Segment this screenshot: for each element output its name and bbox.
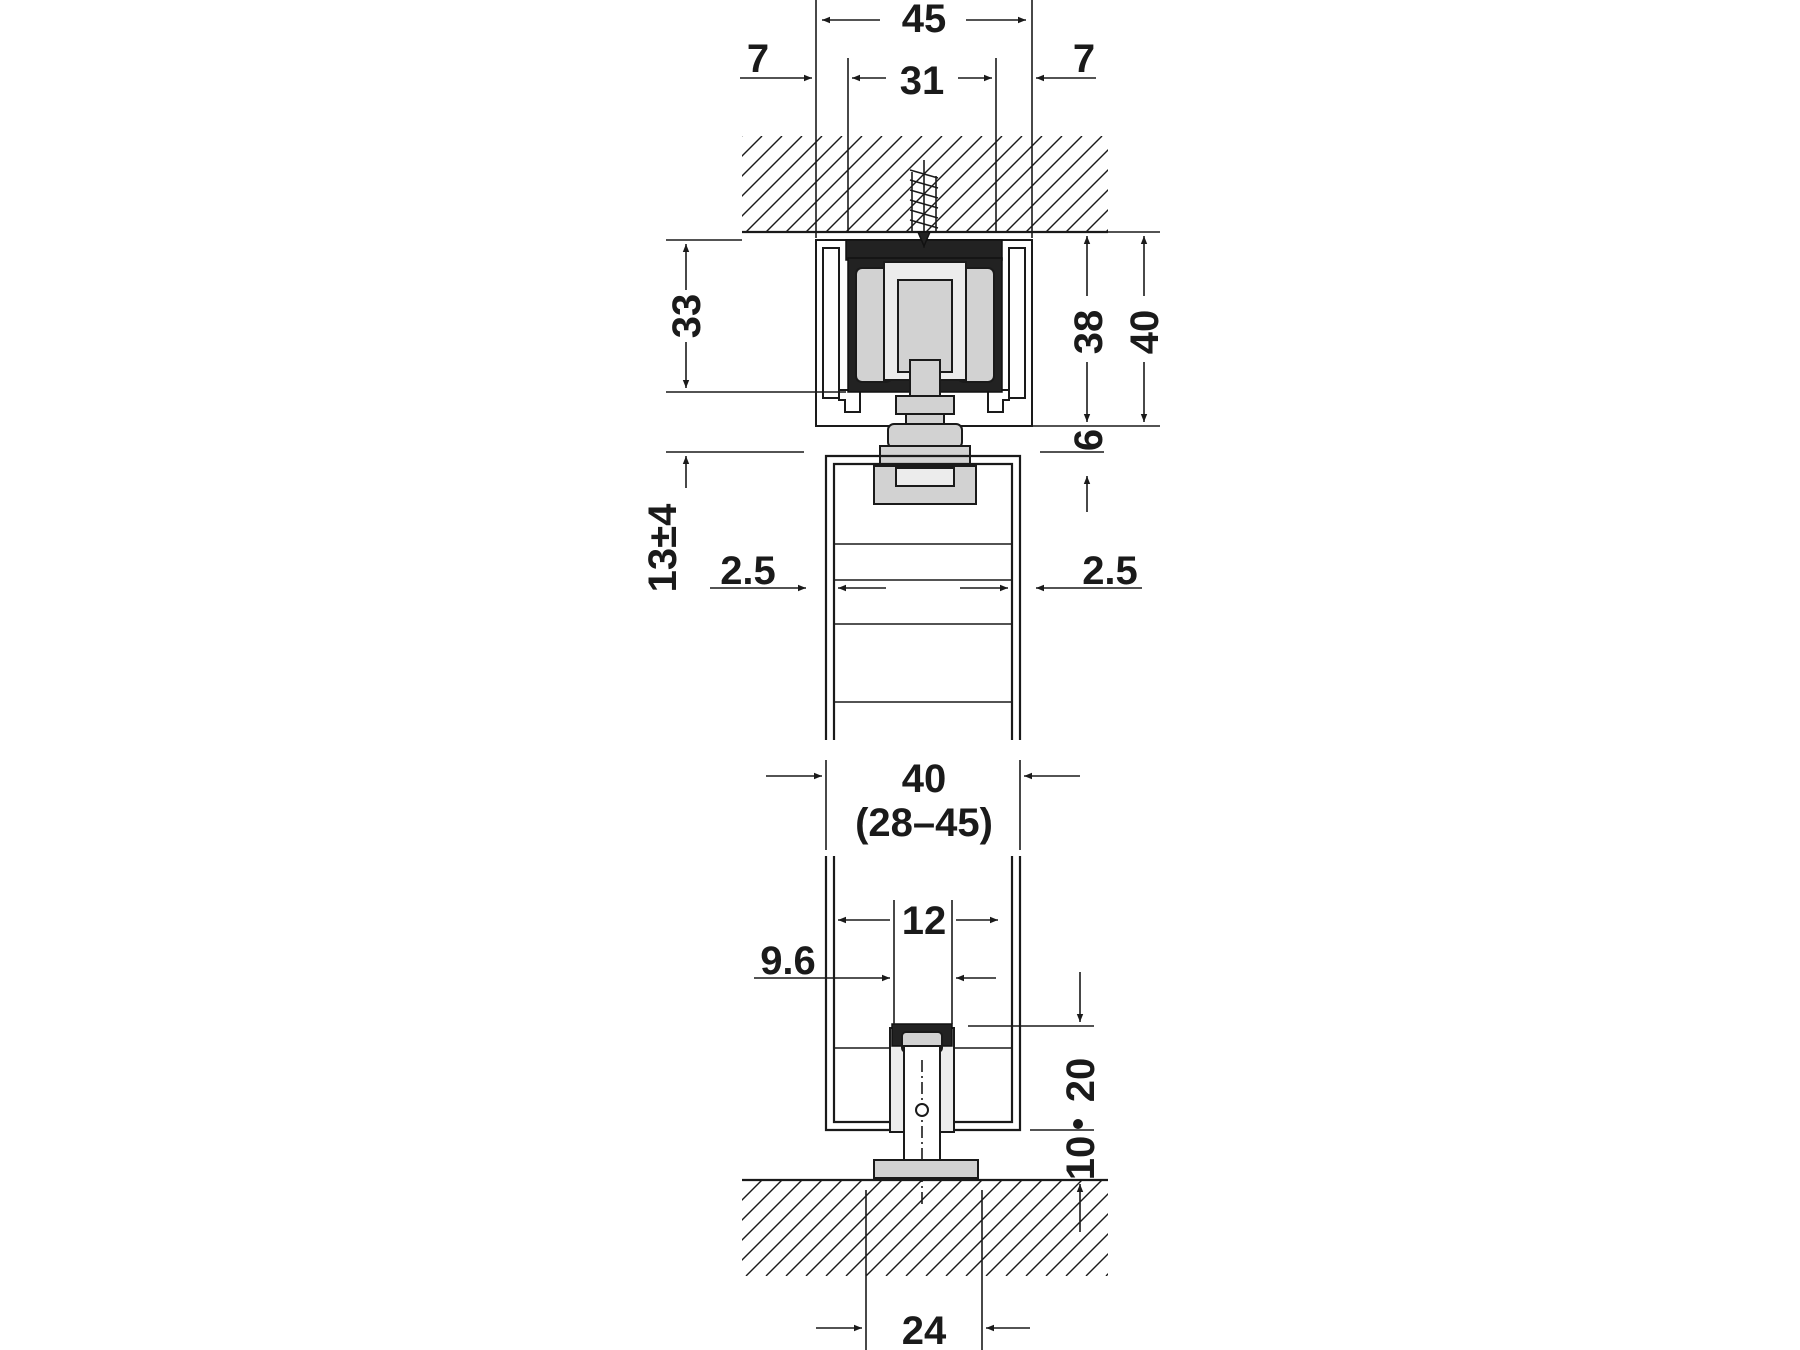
dim-left-clearance: 2.5 (720, 549, 776, 593)
hatch-line (742, 1180, 823, 1261)
dim-top-width: 45 (902, 0, 947, 41)
hatch-line (742, 136, 743, 137)
floor-gap-dot (1073, 1119, 1083, 1129)
hatch-line (1105, 1273, 1108, 1276)
hatch-line (865, 136, 963, 232)
hatch-line (785, 136, 883, 232)
hatch-line (1005, 1180, 1103, 1276)
dim-track-height-33: 33 (665, 294, 709, 339)
hatch-line (825, 1180, 923, 1276)
hatch-line (925, 136, 1023, 232)
dim-gap-6: 6 (1067, 429, 1111, 451)
floor-guide (873, 1023, 979, 1205)
hatch-line (905, 1180, 1003, 1276)
hatch-line (825, 136, 923, 232)
dim-adjust: 13±4 (641, 503, 685, 592)
hatch-line (745, 136, 843, 232)
ceiling-hatch (742, 136, 1282, 234)
hatch-line (1166, 1180, 1262, 1276)
hatch-line (1025, 149, 1108, 232)
hatch-line (1146, 136, 1242, 232)
hatch-line (785, 1180, 883, 1276)
dim-inner-width: 31 (900, 59, 945, 103)
hatch-line (985, 1180, 1083, 1276)
hatch-line (1085, 1253, 1108, 1276)
hatch-line (1045, 169, 1108, 232)
hatch-line (965, 1180, 1063, 1276)
hatch-line (985, 136, 1083, 232)
hatch-line (742, 136, 803, 197)
hatch-line (965, 136, 1063, 232)
dimension-arrows (682, 16, 1148, 1332)
dim-guide-offset: 9.6 (760, 939, 816, 983)
hatch-line (742, 136, 823, 217)
dim-guide-width: 12 (902, 899, 947, 943)
extension-lines (666, 0, 1160, 1350)
hatch-line (1105, 229, 1108, 232)
hatch-line (1025, 1193, 1108, 1276)
hatch-line (1126, 136, 1222, 232)
hatch-line (742, 136, 763, 157)
hatch-line (845, 1180, 943, 1276)
hatch-line (765, 136, 863, 232)
hatch-line (885, 1180, 983, 1276)
dim-door-thickness-range: (28–45) (855, 801, 993, 845)
hatch-line (742, 136, 783, 177)
hatch-line (885, 136, 983, 232)
dim-guide-depth: 20 (1059, 1058, 1103, 1103)
hatch-line (745, 1180, 843, 1276)
dim-right-offset: 7 (1073, 37, 1095, 81)
hatch-line (742, 1180, 763, 1201)
hatch-line (1186, 136, 1282, 232)
dimension-labels: 45 7 31 7 33 38 40 6 13±4 2.5 2.5 40 (28… (641, 0, 1167, 1350)
hatch-line (1045, 1213, 1108, 1276)
hatch-line (805, 1180, 903, 1276)
roller-carriage (847, 257, 1003, 505)
ceiling-screw (909, 160, 939, 248)
hatch-line (1005, 136, 1103, 232)
hatch-line (742, 1180, 783, 1221)
hatch-line (905, 136, 1003, 232)
hatch-line (925, 1180, 1023, 1276)
hatch-line (805, 136, 903, 232)
hatch-line (1065, 189, 1108, 232)
hatch-line (1065, 1233, 1108, 1276)
hatch-line (845, 136, 943, 232)
hatch-line (742, 1180, 803, 1241)
hatch-line (765, 1180, 863, 1276)
hatch-line (1126, 1180, 1222, 1276)
dim-left-offset: 7 (747, 37, 769, 81)
dim-floor-gap: 10 (1059, 1136, 1103, 1181)
dim-door-thickness: 40 (902, 757, 947, 801)
hatch-line (1186, 1180, 1282, 1276)
hatch-line (945, 1180, 1043, 1276)
dim-right-clearance: 2.5 (1082, 549, 1138, 593)
floor-hatch (742, 1178, 1282, 1276)
dim-track-height-40: 40 (1123, 310, 1167, 355)
hatch-line (1166, 136, 1262, 232)
dim-base-width: 24 (902, 1309, 947, 1350)
dim-track-height-38: 38 (1067, 310, 1111, 355)
hatch-line (865, 1180, 963, 1276)
hatch-line (945, 136, 1043, 232)
hatch-line (1146, 1180, 1242, 1276)
hatch-line (1085, 209, 1108, 232)
hatch-line (742, 1180, 743, 1181)
